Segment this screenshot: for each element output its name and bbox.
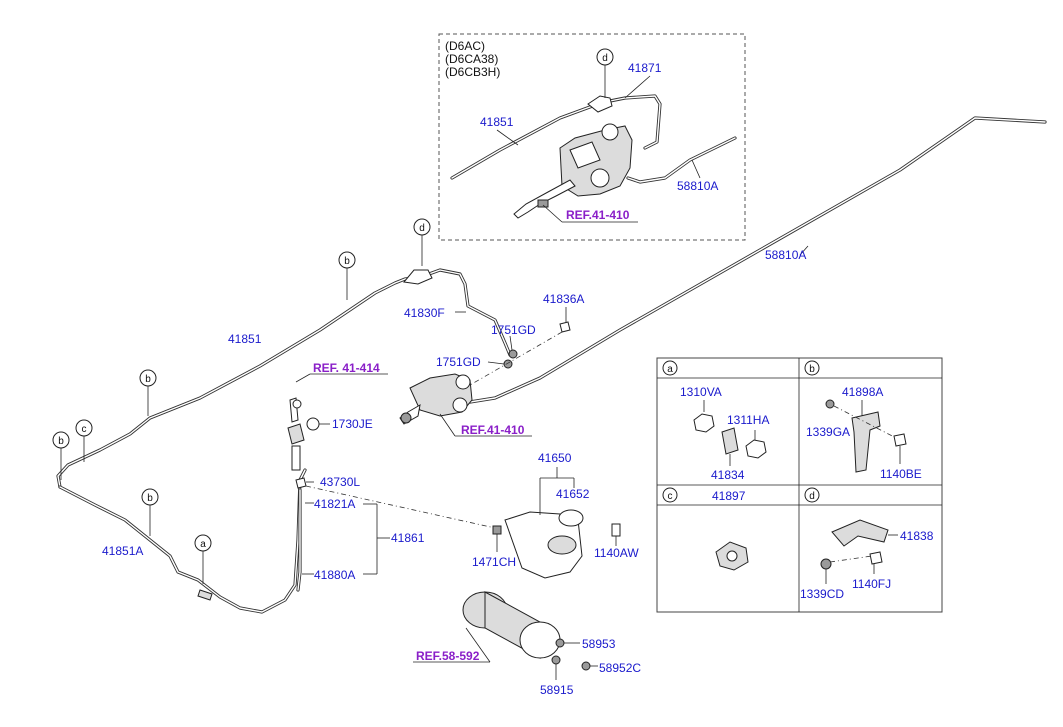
inset-dashed-frame	[438, 33, 746, 241]
main-pipes	[56, 116, 1047, 614]
union-41834	[721, 427, 739, 455]
callouts: d b b c b b a	[52, 218, 431, 584]
screw-41836A	[559, 321, 571, 333]
bolt-1140BE	[893, 433, 907, 447]
label-1140AW: 1140AW	[594, 546, 639, 560]
label-41871: 41871	[628, 61, 662, 75]
nut-1310VA	[693, 413, 715, 433]
callout-b-mid-label: b	[145, 374, 151, 385]
detail-cell-a: a 1310VA 1311HA 41834	[662, 360, 769, 482]
label-43730L: 43730L	[320, 475, 360, 489]
seal-1730JE	[306, 417, 320, 431]
callout-d-inset-label: d	[602, 53, 608, 64]
label-58952C: 58952C	[599, 661, 641, 675]
nut-1339CD	[820, 558, 832, 570]
label-41650: 41650	[538, 451, 572, 465]
inset-bracket	[587, 95, 613, 113]
label-1751GD-upper: 1751GD	[491, 323, 536, 337]
label-41851A: 41851A	[102, 544, 143, 558]
detail-d-part-3: 1339CD	[800, 587, 844, 601]
ref-58-592: REF.58-592	[416, 649, 480, 663]
label-41851-inset: 41851	[480, 115, 514, 129]
pipe-58810A	[468, 116, 1047, 404]
detail-a-part-2: 1311HA	[727, 413, 769, 427]
label-41652: 41652	[556, 487, 590, 501]
callout-b-low-label: b	[147, 493, 153, 504]
clamp-1471CH	[492, 525, 502, 535]
label-58953: 58953	[582, 637, 616, 651]
ref-41-410: REF.41-410	[461, 423, 525, 437]
pipe-41851A	[58, 468, 307, 614]
label-41851: 41851	[228, 332, 262, 346]
callout-a-label: a	[200, 539, 206, 550]
nut-1311HA	[745, 439, 767, 459]
detail-cell-c: c 41897	[662, 487, 749, 571]
detail-b-header: b	[809, 364, 815, 375]
fitting-58953	[555, 638, 565, 648]
label-58810A-inset: 58810A	[677, 179, 718, 193]
main-parts	[287, 321, 621, 671]
label-41880A: 41880A	[314, 568, 355, 582]
nut-1339GA	[825, 399, 835, 409]
callout-d-label: d	[419, 223, 425, 234]
engine-variant-inset: (D6AC) (D6CA38) (D6CB3H) d 41871 41851 5…	[438, 33, 746, 241]
label-41821A: 41821A	[314, 497, 355, 511]
detail-b-part-3: 1140BE	[880, 467, 922, 481]
label-1751GD-lower: 1751GD	[436, 355, 481, 369]
ref-41-410-inset: REF.41-410	[566, 208, 630, 222]
bolt-1751GD-lower	[503, 359, 513, 369]
clutch-hose-41861	[287, 397, 305, 471]
detail-c-header: c	[668, 491, 673, 502]
inset-pipe-58810A	[626, 136, 737, 184]
detail-cell-b: b 41898A 1339GA 1140BE	[804, 360, 922, 481]
detail-d-part-1: 41838	[900, 529, 934, 543]
reservoir-41650	[492, 509, 621, 579]
bracket-d	[403, 269, 433, 285]
label-1471CH: 1471CH	[472, 555, 516, 569]
reservoir-cap-41652	[558, 509, 584, 527]
clutch-master-cylinder	[399, 373, 473, 425]
label-1730JE: 1730JE	[332, 417, 373, 431]
label-58810A: 58810A	[765, 248, 806, 262]
inset-clutch-master-cylinder	[513, 123, 633, 219]
engine-variant-2: (D6CA38)	[445, 52, 498, 66]
callout-b-left-label: b	[58, 436, 64, 447]
label-41861: 41861	[391, 531, 425, 545]
engine-variant-3: (D6CB3H)	[445, 65, 500, 79]
detail-d-part-2: 1140FJ	[852, 577, 891, 591]
bolt-1140AW	[611, 523, 621, 537]
detail-b-part-1: 41898A	[842, 385, 883, 399]
air-tank	[462, 591, 591, 671]
main-labels: 58810A 41830F 41836A 1751GD 1751GD 41851…	[102, 245, 809, 697]
detail-table: a 1310VA 1311HA 41834 b 41898A 1339GA 11…	[656, 357, 943, 613]
ref-41-414: REF. 41-414	[313, 361, 380, 375]
bracket-41838	[831, 519, 889, 547]
bolt-1751GD-upper	[508, 349, 518, 359]
fitting-58952C	[581, 661, 591, 671]
label-58915: 58915	[540, 683, 574, 697]
detail-b-part-2: 1339GA	[806, 425, 850, 439]
detail-c-part-1: 41897	[712, 489, 746, 503]
callout-c-label: c	[82, 424, 87, 435]
bolt-1140FJ	[869, 551, 883, 565]
engine-variant-1: (D6AC)	[445, 39, 485, 53]
detail-cell-d: d 41838 1140FJ 1339CD	[800, 487, 934, 601]
detail-a-part-1: 1310VA	[680, 385, 722, 399]
callout-b-top-label: b	[344, 256, 350, 267]
clip-43730L	[295, 477, 307, 489]
label-41836A: 41836A	[543, 292, 584, 306]
detail-a-part-3: 41834	[711, 468, 745, 482]
detail-a-header: a	[667, 364, 673, 375]
label-41830F: 41830F	[404, 306, 445, 320]
fitting-58915	[551, 655, 561, 665]
detail-d-header: d	[809, 491, 815, 502]
bracket-41898A	[851, 411, 881, 473]
pipe-clip-a	[197, 589, 213, 601]
